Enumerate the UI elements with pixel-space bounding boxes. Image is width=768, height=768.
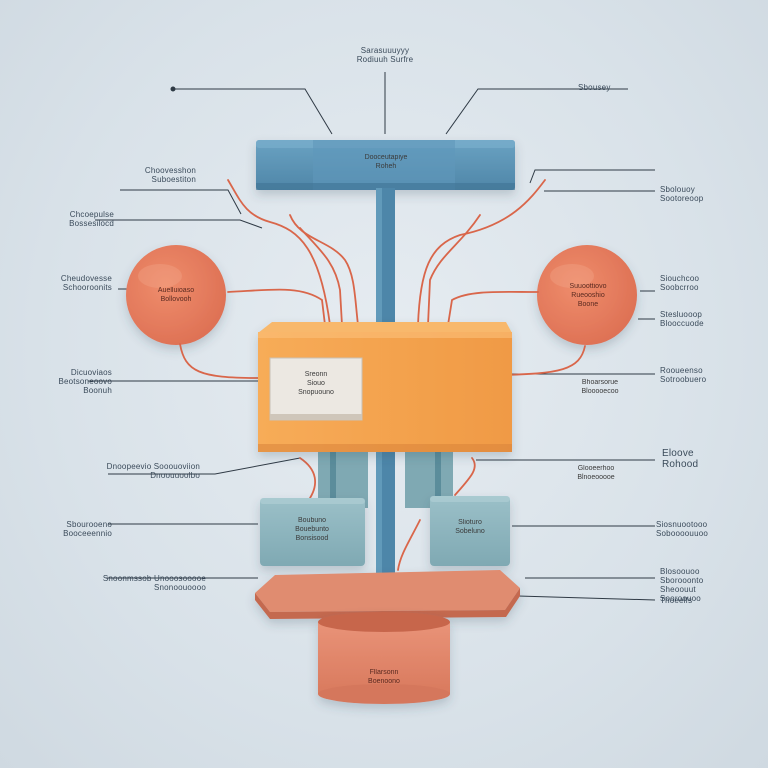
label-right-4: Rooueenso Sotroobuero xyxy=(660,366,707,384)
base-cylinder xyxy=(318,612,450,704)
label-center-card: Sreonn Siouo Snopuouno xyxy=(298,371,334,396)
leader-top-right xyxy=(445,88,628,135)
label-header-bar: Dooceutapiye Roheh xyxy=(364,154,408,170)
label-right-6: Siosnuootooo Soboooouuoo xyxy=(656,520,709,538)
leader-top-left xyxy=(173,88,333,135)
right-module xyxy=(430,496,510,566)
label-left-module: Boubuno Bouebunto Bonsisood xyxy=(295,517,329,542)
label-right-1: Sbolouoy Sootoreoop xyxy=(660,185,704,203)
label-right-2: Siouchcoo Soobcrroo xyxy=(660,274,700,292)
label-right-3: Stesluooop Blooccuode xyxy=(660,310,704,328)
label-left-5: Dnoopeevio Sooouoviion Dnoouuoolbo xyxy=(106,462,200,480)
label-mid-2: Glooeerhoo Blnoeooooe xyxy=(577,465,615,481)
center-card xyxy=(269,357,363,421)
wires xyxy=(179,179,586,571)
label-left-1: Choovesshon Suboestiton xyxy=(144,166,196,184)
label-right-5: Eloove Rohood xyxy=(662,448,699,470)
label-top-right: Sbousey xyxy=(578,83,611,92)
label-left-3: Cheudovesse Schooroonits xyxy=(60,274,112,292)
label-left-6: Sbourooeno Booceeennio xyxy=(63,520,112,538)
right-circle xyxy=(537,245,637,345)
label-left-2: Chcoepulse Bossesilocd xyxy=(69,210,114,228)
label-right-9: Thoeelfs xyxy=(660,596,693,605)
label-mid-1: Bhoarsorue Blooooecoo xyxy=(581,379,619,395)
label-left-4: Dicuoviaos Beotsoneoovo Boonuh xyxy=(58,368,112,395)
label-right-module: Slioturo Sobeluno xyxy=(455,519,485,535)
base-plate xyxy=(255,570,520,619)
label-left-7: Snoonmssob Unooosooooe Snonoouoooo xyxy=(102,574,206,592)
header-bar xyxy=(256,140,515,190)
leader-lines xyxy=(88,72,656,601)
label-base: Fllarsonn Boenoono xyxy=(368,669,400,685)
left-module xyxy=(260,498,365,566)
label-left-circle: Auelluioaso Bollovooh xyxy=(157,287,195,303)
label-right-7: Blosoouoo Sborooonto xyxy=(660,567,704,585)
label-top-center: Sarasuuuyyy Rodiuuh Surfre xyxy=(356,46,414,64)
label-right-8: Sheoouut Sooroouoo xyxy=(660,585,701,603)
label-right-circle: Suuoottiovo Rueooshio Boone xyxy=(569,283,607,308)
left-circle xyxy=(126,245,226,345)
